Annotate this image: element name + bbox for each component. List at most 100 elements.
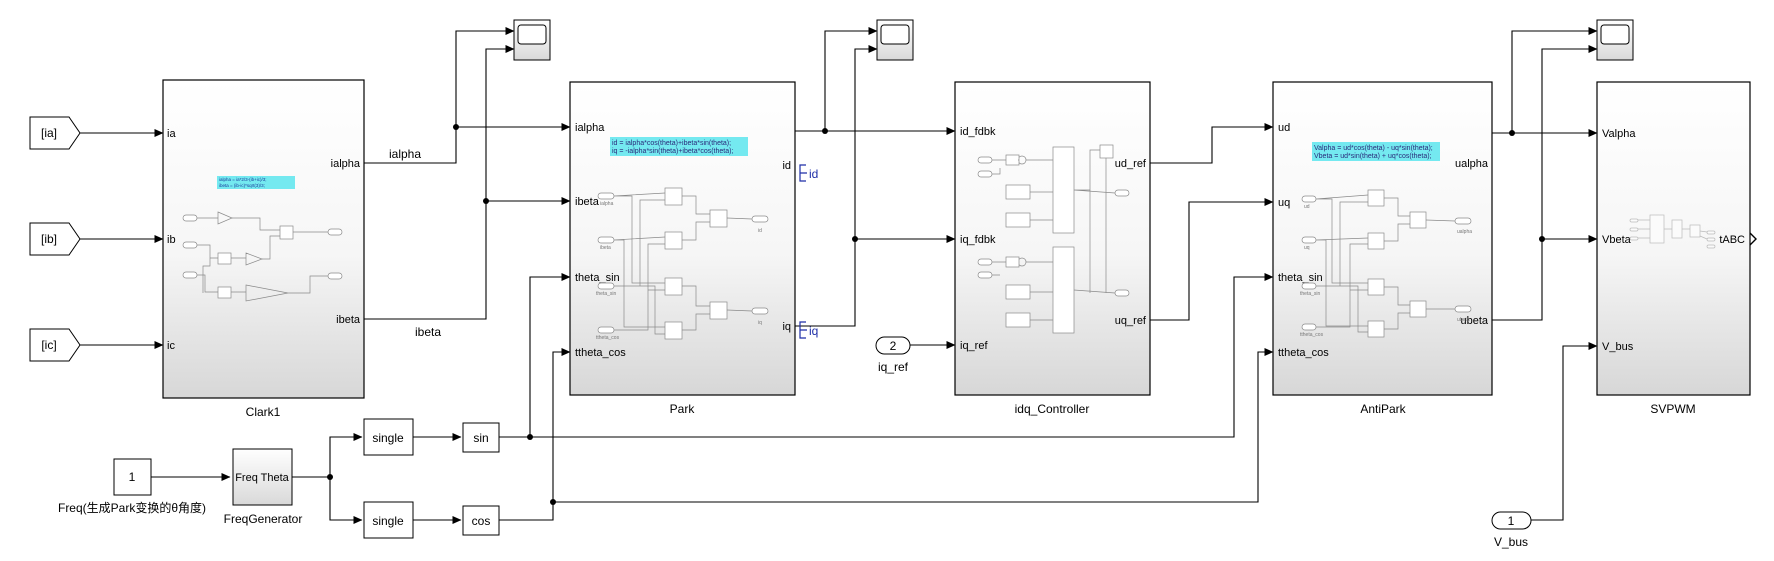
idq-controller-subsystem[interactable]: id_fdbk iq_fdbk iq_ref ud_ref uq_ref [954, 81, 1151, 396]
clark-in-ib: ib [167, 234, 176, 246]
scope-ualpha-ubeta[interactable] [1596, 19, 1634, 61]
wire-vbus[interactable] [1557, 342, 1598, 521]
from-tag-ib-label: [ib] [41, 232, 57, 246]
svpwm-inner-preview [1629, 214, 1716, 249]
idq-controller-block-name: idq_Controller [1015, 402, 1090, 416]
park-out-iq: iq [782, 321, 791, 333]
wire-cos-park[interactable] [499, 348, 571, 521]
wire-iq[interactable] [795, 235, 956, 327]
svg-text:iq: iq [758, 320, 762, 326]
wire-ualpha-scope[interactable] [1511, 27, 1598, 133]
sin-function[interactable]: sin [462, 422, 500, 453]
clark-in-ic: ic [167, 340, 175, 352]
freq-generator[interactable]: Freq Theta [232, 448, 293, 506]
freq-constant-value: 1 [129, 470, 136, 484]
wire-ubeta[interactable] [1492, 235, 1598, 321]
wire-ialpha[interactable] [364, 123, 571, 164]
clark-in-ia: ia [167, 128, 176, 140]
convert-single-top[interactable]: single [363, 418, 414, 456]
vbus-inport-value: 1 [1508, 514, 1515, 528]
svg-text:ibeta: ibeta [600, 245, 611, 251]
svpwm-block-name: SVPWM [1650, 402, 1695, 416]
svg-text:ubeta: ubeta [1457, 317, 1470, 323]
svpwm-in-valpha: Valpha [1602, 128, 1636, 140]
freq-constant-label: Freq(生成Park变换的θ角度) [58, 500, 206, 515]
svpwm-subsystem[interactable]: Valpha Vbeta V_bus tABC [1596, 81, 1751, 396]
from-tag-ia[interactable]: [ia] [29, 116, 81, 150]
scope-ialpha-ibeta[interactable] [513, 19, 551, 61]
freq-generator-name: FreqGenerator [224, 512, 303, 526]
wire-ibeta[interactable] [364, 197, 571, 320]
goto-tag-id-label: id [809, 167, 818, 181]
park-in-ialpha: ialpha [575, 122, 605, 134]
iq-ref-inport[interactable]: 2 [875, 336, 911, 355]
idq-in-id-fdbk: id_fdbk [960, 126, 996, 138]
park-inner-preview: ialpha ibeta theta_sin ttheta_cos id iq [596, 187, 769, 341]
antipark-in-ttheta-cos: ttheta_cos [1278, 347, 1329, 359]
wire-ibeta-scope[interactable] [485, 45, 515, 201]
sin-function-label: sin [473, 431, 488, 445]
goto-tag-iq[interactable]: iq [799, 321, 818, 339]
park-subsystem[interactable]: ialpha ibeta theta_sin ttheta_cos id iq … [569, 81, 796, 396]
antipark-in-ud: ud [1278, 122, 1290, 134]
from-tag-ib[interactable]: [ib] [29, 222, 81, 256]
svg-text:id: id [758, 228, 762, 234]
clark-code-line-1: ialpha = ia*2/3-(ib+ic)/3; [219, 177, 267, 182]
convert-single-bottom-label: single [372, 514, 404, 528]
scope-id-iq[interactable] [876, 19, 914, 61]
svg-text:ud: ud [1304, 204, 1310, 210]
svpwm-out-tabc: tABC [1719, 234, 1745, 246]
cos-function-label: cos [472, 514, 491, 528]
park-in-ttheta-cos: ttheta_cos [575, 347, 626, 359]
convert-single-bottom[interactable]: single [363, 501, 414, 539]
wire-sin-park[interactable] [499, 273, 571, 438]
clark-subsystem[interactable]: ia ib ic ialpha ibeta ialpha = ia*2/3-(i… [162, 79, 365, 399]
park-code-line-2: iq = -ialpha*sin(theta)+ibeta*cos(theta)… [612, 148, 733, 155]
svg-text:ualpha: ualpha [1457, 229, 1472, 235]
vbus-inport[interactable]: 1 [1491, 511, 1532, 530]
svpwm-out-port-arrow [1749, 232, 1757, 246]
vbus-inport-label: V_bus [1494, 535, 1528, 549]
antipark-code-line-2: Vbeta = ud*sin(theta) + uq*cos(theta); [1314, 153, 1432, 160]
wire-uq-ref[interactable] [1150, 198, 1274, 321]
park-code-highlight [610, 137, 748, 156]
wire-ialpha-scope[interactable] [455, 27, 515, 127]
svg-text:ialpha: ialpha [600, 201, 614, 207]
svpwm-in-vbeta: Vbeta [1602, 234, 1632, 246]
clark-out-ibeta: ibeta [336, 314, 361, 326]
cos-function[interactable]: cos [462, 505, 500, 536]
clark-code-line-2: ibeta = (ib-ic)*sqrt(3)/3; [219, 183, 265, 188]
wire-theta-a[interactable] [292, 433, 363, 478]
antipark-block-name: AntiPark [1360, 402, 1406, 416]
idq-out-ud-ref: ud_ref [1115, 158, 1147, 170]
clark-inner-preview [182, 211, 343, 302]
freq-constant[interactable]: 1 [113, 458, 152, 496]
from-tag-ic-label: [ic] [41, 338, 56, 352]
wire-iq-scope[interactable] [854, 45, 878, 239]
wire-sin-antipark[interactable] [530, 273, 1274, 438]
goto-tag-id[interactable]: id [799, 164, 818, 182]
convert-single-top-label: single [372, 431, 404, 445]
antipark-in-uq: uq [1278, 197, 1290, 209]
wire-ubeta-scope[interactable] [1541, 45, 1598, 239]
freq-generator-inner: Freq Theta [235, 472, 289, 484]
antipark-code-line-1: Valpha = ud*cos(theta) - uq*sin(theta); [1314, 145, 1433, 152]
wire-id-scope[interactable] [824, 27, 878, 131]
park-in-theta-sin: theta_sin [575, 272, 620, 284]
svpwm-in-vbus: V_bus [1602, 341, 1634, 353]
from-tag-ic[interactable]: [ic] [29, 328, 81, 362]
branch-points [327, 124, 1545, 505]
goto-tag-iq-label: iq [809, 324, 818, 338]
antipark-in-theta-sin: theta_sin [1278, 272, 1323, 284]
wire-ud-ref[interactable] [1150, 123, 1274, 164]
from-tag-ia-label: [ia] [41, 126, 57, 140]
wire-cos-antipark[interactable] [553, 348, 1274, 503]
svg-text:ttheta_cos: ttheta_cos [596, 335, 620, 341]
antipark-code-highlight [1312, 142, 1440, 161]
iq-ref-inport-label: iq_ref [878, 360, 909, 374]
svg-text:ttheta_cos: ttheta_cos [1300, 332, 1324, 338]
antipark-subsystem[interactable]: ud uq theta_sin ttheta_cos ualpha ubeta … [1272, 81, 1493, 396]
wire-theta-b[interactable] [329, 477, 363, 524]
antipark-out-ubeta: ubeta [1460, 315, 1488, 327]
